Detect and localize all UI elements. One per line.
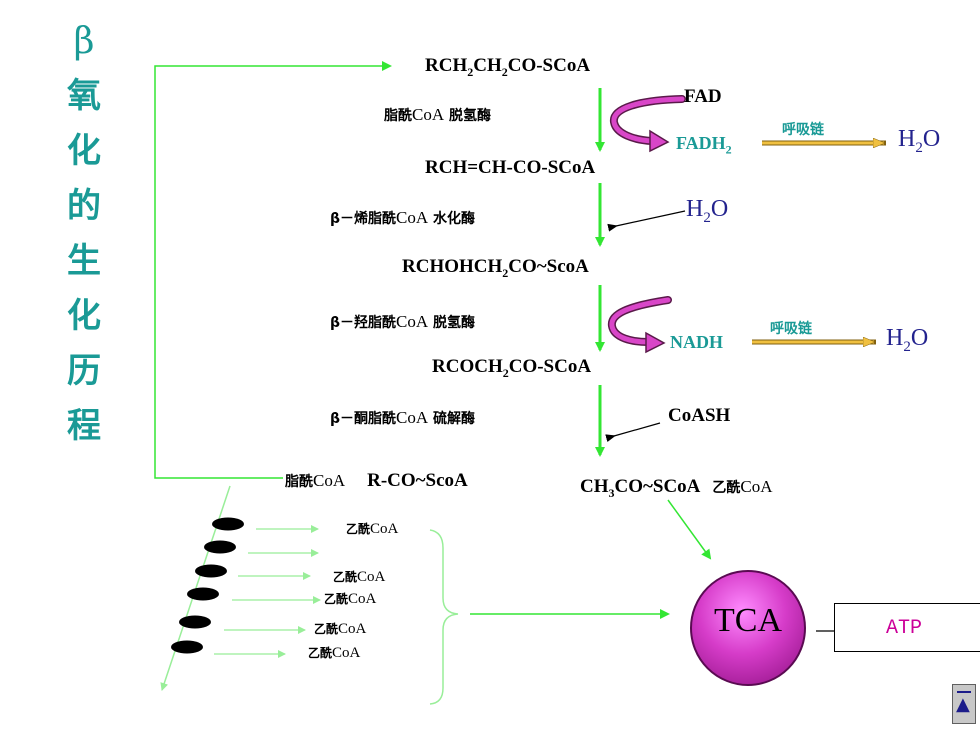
acetyl-coa-label: 乙酰CoA: [314, 621, 367, 637]
enzyme-enoyl-coa-hydratase: β－烯脂酰CoA 水化酶: [330, 208, 476, 227]
title-char: 氧: [67, 76, 101, 116]
atp-box: [834, 603, 980, 652]
compound-ketoacyl-coa: RCOCH2CO-SCoA: [432, 356, 592, 380]
acetyl-coa-label: 乙酰CoA: [308, 645, 361, 661]
water-input: H2O: [686, 196, 729, 226]
title-char: 生: [67, 241, 101, 281]
curly-brace: [429, 529, 459, 705]
fatty-chain-line: [160, 485, 231, 691]
enzyme-acyl-coa-dehydrogenase: 脂酰CoA 脱氢酶: [384, 105, 491, 124]
up-arrow-icon: ▲: [956, 694, 970, 715]
acetyl-unit-ellipse: [171, 640, 203, 654]
water-input-arrow: [607, 210, 686, 232]
acetyl-coa-label: 乙酰CoA: [324, 591, 377, 607]
atp-label: ATP: [886, 617, 923, 640]
product-acyl-coa: 脂酰CoA R-CO~ScoA: [285, 470, 468, 491]
tca-cycle-circle: [690, 570, 806, 686]
recycle-loop-line: [154, 61, 392, 479]
acetyl-coa-label: 乙酰CoA: [346, 521, 399, 537]
water-output-2: H2O: [886, 325, 929, 355]
respiratory-chain-label-2: 呼吸链: [770, 321, 812, 337]
vertical-title: β 氧 化 的 生 化 历 程: [58, 14, 110, 454]
acetyl-unit-ellipse: [204, 540, 236, 554]
enzyme-hydroxyacyl-coa-dehydrogenase: β－羟脂酰CoA 脱氢酶: [330, 312, 476, 331]
acetyl-unit-ellipse: [179, 615, 211, 629]
water-output-1: H2O: [898, 126, 941, 156]
enzyme-ketoacyl-coa-thiolase: β－酮脂酰CoA 硫解酶: [330, 408, 476, 427]
acetyl-unit-ellipse: [187, 587, 219, 601]
tca-label: TCA: [714, 602, 782, 639]
nav-bar-icon: [957, 691, 971, 693]
title-char: β: [73, 21, 95, 62]
title-char: 程: [67, 406, 101, 446]
respiratory-chain-label-1: 呼吸链: [782, 122, 824, 138]
title-char: 化: [67, 296, 101, 336]
acetyl-unit-ellipse: [212, 517, 244, 531]
title-char: 的: [67, 186, 101, 226]
cofactor-fadh2: FADH2: [676, 133, 732, 157]
acetyl-coa-label: 乙酰CoA: [333, 569, 386, 585]
compound-enoyl-coa: RCH=CH-CO-SCoA: [425, 157, 596, 178]
title-char: 化: [67, 131, 101, 171]
cofactor-fad: FAD: [684, 86, 722, 107]
cofactor-nadh: NADH: [670, 332, 723, 352]
compound-hydroxyacyl-coa: RCHOHCH2CO~ScoA: [402, 256, 589, 280]
coash-input-arrow: [605, 422, 661, 443]
title-char: 历: [67, 351, 101, 391]
acetyl-unit-ellipse: [195, 564, 227, 578]
acetyl-to-tca-arrow: [667, 499, 712, 560]
compound-acyl-coa: RCH2CH2CO-SCoA: [425, 55, 591, 79]
product-acetyl-coa: CH3CO~SCoA 乙酰CoA: [580, 476, 773, 500]
return-to-top-icon[interactable]: ▲: [952, 684, 976, 724]
cofactor-coash: CoASH: [668, 405, 731, 426]
